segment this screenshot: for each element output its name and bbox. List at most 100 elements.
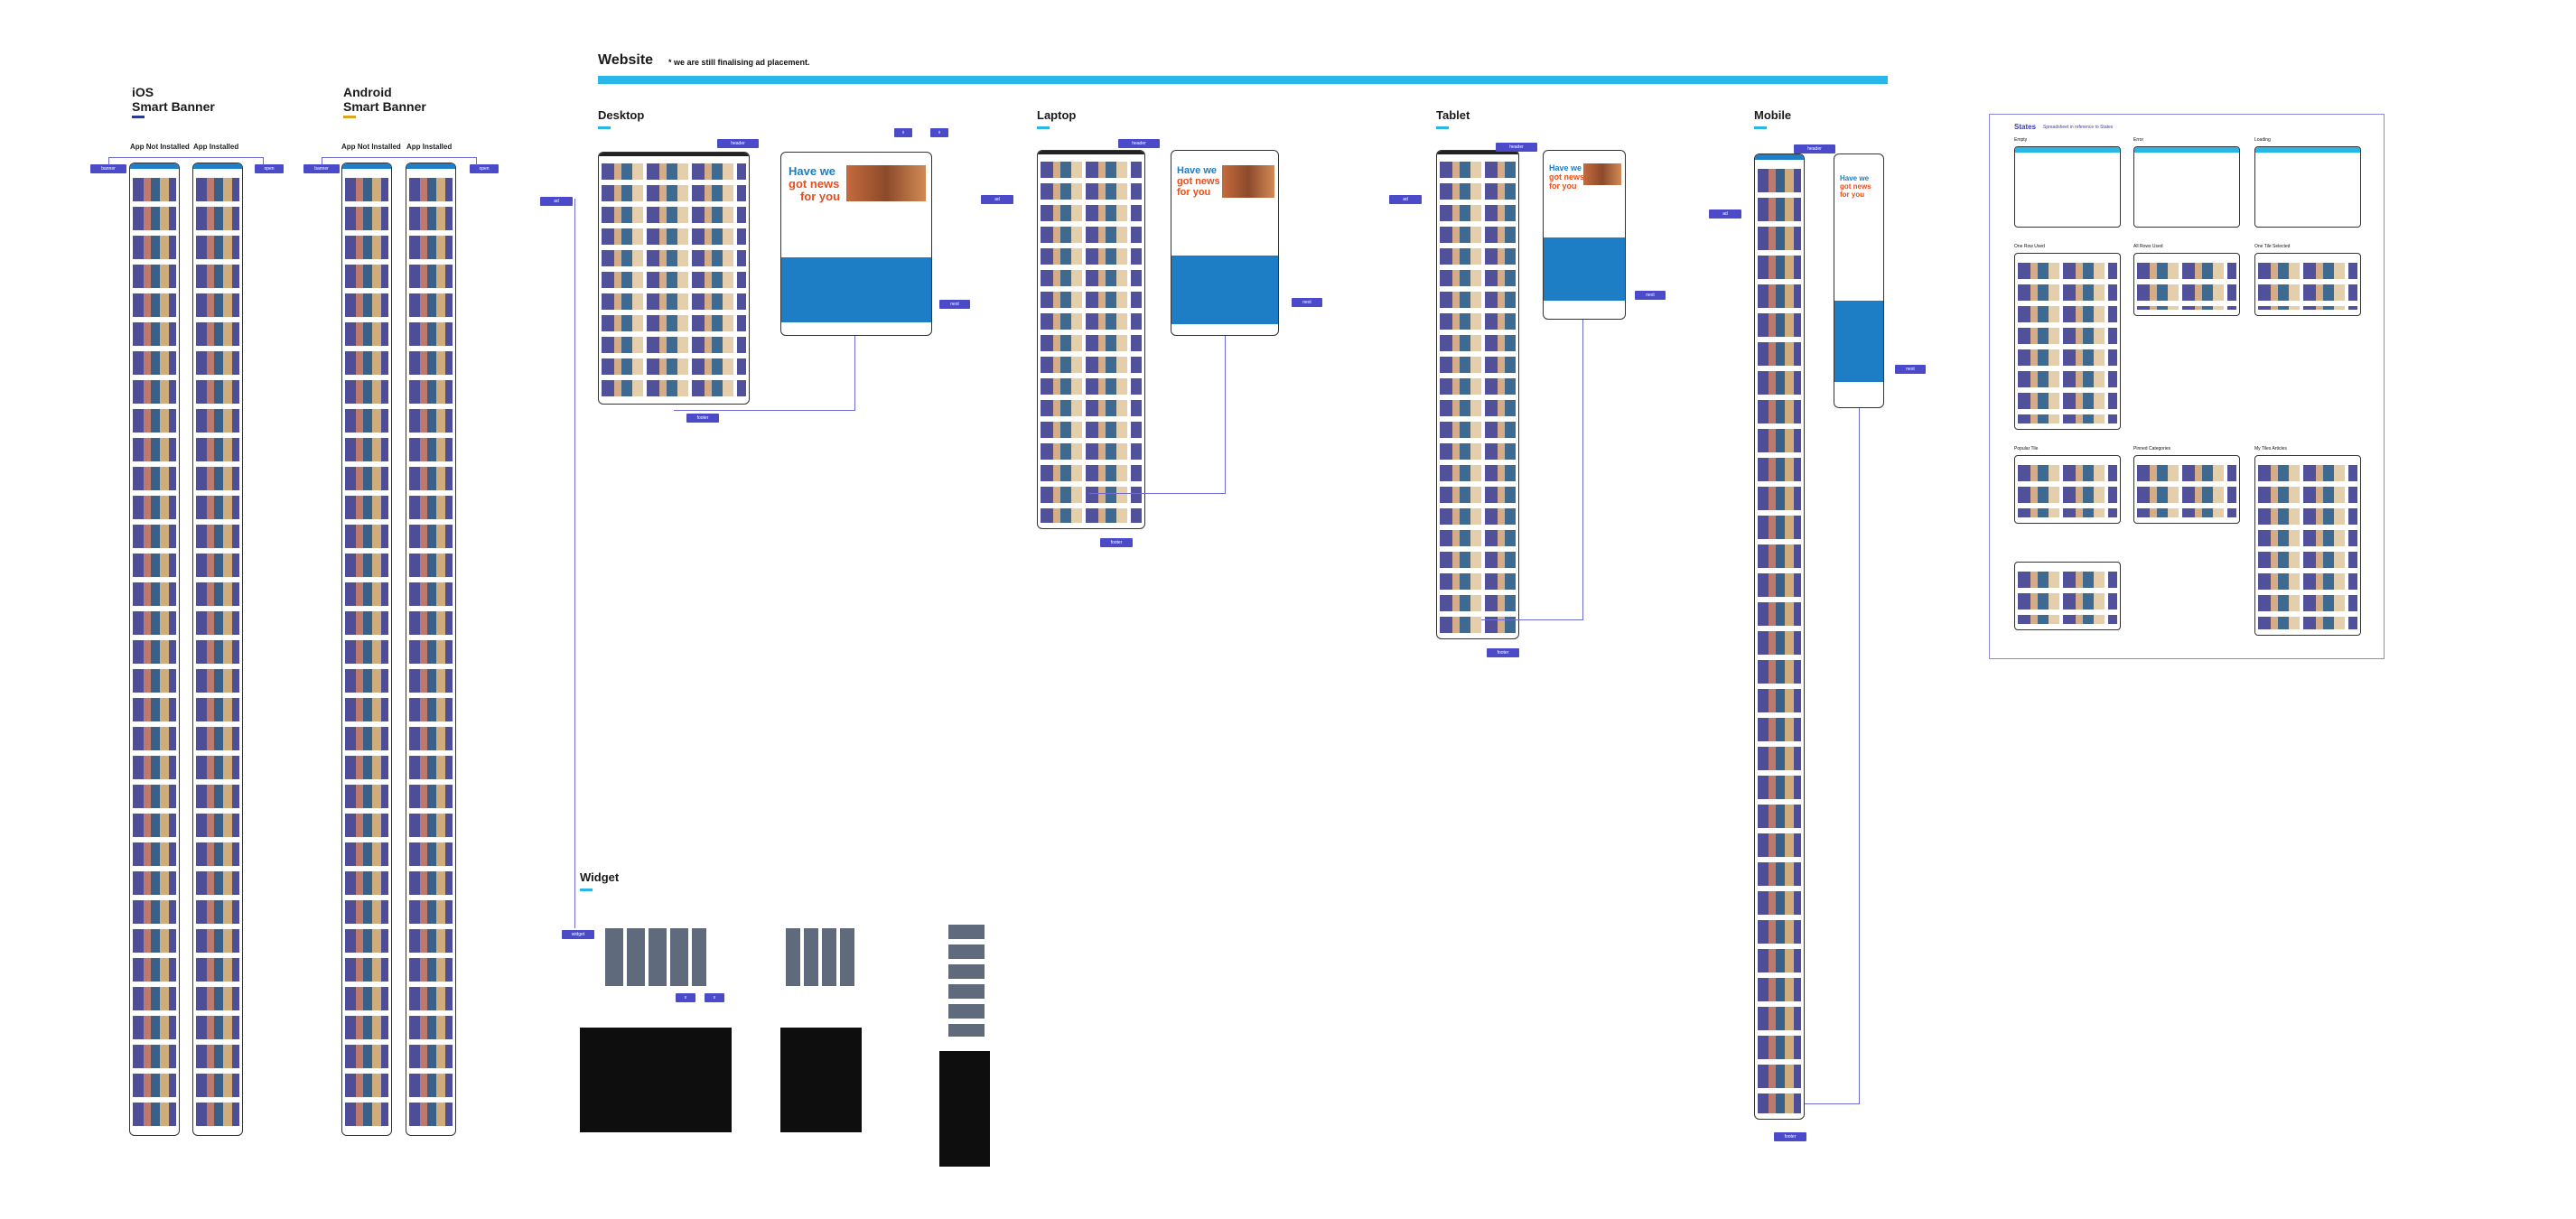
widget-light-medium [786,919,856,986]
mobile-promo-panel [1834,301,1883,382]
widget-connector [574,199,599,928]
website-rule [598,76,1888,84]
state-all-rows-label: All Rows Used [2133,244,2163,249]
mobile-tag-3[interactable]: next [1895,365,1926,374]
state-empty [2014,146,2121,228]
laptop-tag-4[interactable]: footer [1100,538,1133,547]
desktop-screen-promo: Have we got news for you [780,152,932,336]
desktop-promo-headline-3: for you [799,190,841,203]
widget-tag-2[interactable]: x [676,993,695,1002]
state-one-tile-label: One Tile Selected [2254,244,2291,249]
laptop-title: Laptop [1037,108,1077,122]
tablet-accent [1436,126,1449,129]
widget-dark-medium [780,1028,862,1132]
android-tag-left[interactable]: banner [303,164,340,173]
android-installed-label: App Installed [406,143,453,151]
widget-title: Widget [580,870,620,884]
ios-screen-installed [192,163,243,1136]
laptop-promo-headline-2: got news [1177,176,1220,187]
laptop-tag-2[interactable]: header [1118,139,1160,148]
mobile-promo-headline-3: for you [1840,191,1865,199]
desktop-tag-4[interactable]: x [930,128,948,137]
desktop-accent [598,126,611,129]
widget-tag-3[interactable]: x [705,993,724,1002]
android-title-accent [343,116,356,118]
tablet-screen-home [1436,150,1519,639]
tablet-title: Tablet [1436,108,1470,122]
website-note: * we are still finalising ad placement. [668,58,810,67]
laptop-promo-headline-3: for you [1177,187,1211,198]
mobile-promo-headline-1: Have we [1840,174,1870,182]
ios-title: iOS Smart Banner [132,85,215,114]
state-all-rows [2133,253,2240,316]
laptop-connector [1089,336,1226,494]
state-empty-label: Empty [2014,137,2028,143]
desktop-promo-headline-1: Have we [789,164,836,178]
widget-light-small [948,916,985,1037]
ios-installed-label: App Installed [193,143,239,151]
desktop-tag-2[interactable]: header [717,139,759,148]
laptop-accent [1037,126,1050,129]
website-title: Website [598,52,654,68]
android-title: Android Smart Banner [343,85,426,114]
tablet-tag-1[interactable]: ad [1389,195,1422,204]
widget-light-large [605,919,706,986]
state-one-row-label: One Row Used [2014,244,2045,249]
ios-not-installed-label: App Not Installed [130,143,190,151]
state-loading-label: Loading [2254,137,2271,143]
states-title: States [2014,123,2037,131]
android-screen-installed [406,163,456,1136]
tablet-promo-headline-2: got news [1549,172,1585,181]
laptop-tag-1[interactable]: ad [981,195,1013,204]
tablet-promo-panel [1544,237,1625,301]
tablet-tag-2[interactable]: header [1496,143,1537,152]
states-panel [1989,114,2385,659]
ios-tag-left[interactable]: banner [90,164,126,173]
laptop-tag-3[interactable]: next [1292,298,1322,307]
state-one-row [2014,253,2121,430]
mobile-tag-4[interactable]: footer [1774,1132,1806,1141]
desktop-tag-3[interactable]: x [894,128,912,137]
laptop-promo-image [1222,165,1274,198]
ios-screen-not-installed [129,163,180,1136]
state-pinned [2133,455,2240,524]
mobile-tag-1[interactable]: ad [1709,209,1741,219]
desktop-tag-5[interactable]: next [939,300,970,309]
mobile-tag-2[interactable]: header [1794,144,1835,154]
state-error [2133,146,2240,228]
state-loading [2254,146,2361,228]
ios-tag-right[interactable]: open [255,164,284,173]
state-pinned-label: Pinned Categories [2133,446,2171,451]
mobile-screen-promo: Have we got news for you [1834,154,1884,408]
mobile-accent [1754,126,1767,129]
desktop-tag-6[interactable]: footer [686,414,719,423]
android-screen-not-installed [341,163,392,1136]
state-popular [2014,455,2121,524]
laptop-promo-panel [1171,256,1278,324]
desktop-promo-panel [781,257,931,322]
mobile-screen-home [1754,154,1805,1120]
desktop-tag-1[interactable]: ad [540,197,573,206]
states-subtitle: Spreadsheet in reference to States [2043,125,2114,130]
tablet-tag-3[interactable]: next [1635,291,1666,300]
ios-connector [108,157,264,165]
state-one-tile [2254,253,2361,316]
tablet-promo-image [1583,163,1621,185]
mobile-connector [1805,408,1860,1104]
state-error-label: Error [2133,137,2144,143]
widget-accent [580,889,593,891]
mobile-promo-headline-2: got news [1840,182,1871,191]
tablet-tag-4[interactable]: footer [1487,648,1519,657]
android-not-installed-label: App Not Installed [341,143,401,151]
android-connector [322,157,477,165]
tablet-promo-headline-3: for you [1549,181,1577,191]
state-my-tiles [2254,455,2361,636]
widget-dark-small [939,1051,990,1167]
desktop-title: Desktop [598,108,645,122]
mobile-title: Mobile [1754,108,1792,122]
android-tag-right[interactable]: open [470,164,499,173]
widget-tag-1[interactable]: widget [562,930,594,939]
laptop-promo-headline-1: Have we [1177,165,1218,176]
ios-title-accent [132,116,145,118]
desktop-connector [674,336,855,411]
